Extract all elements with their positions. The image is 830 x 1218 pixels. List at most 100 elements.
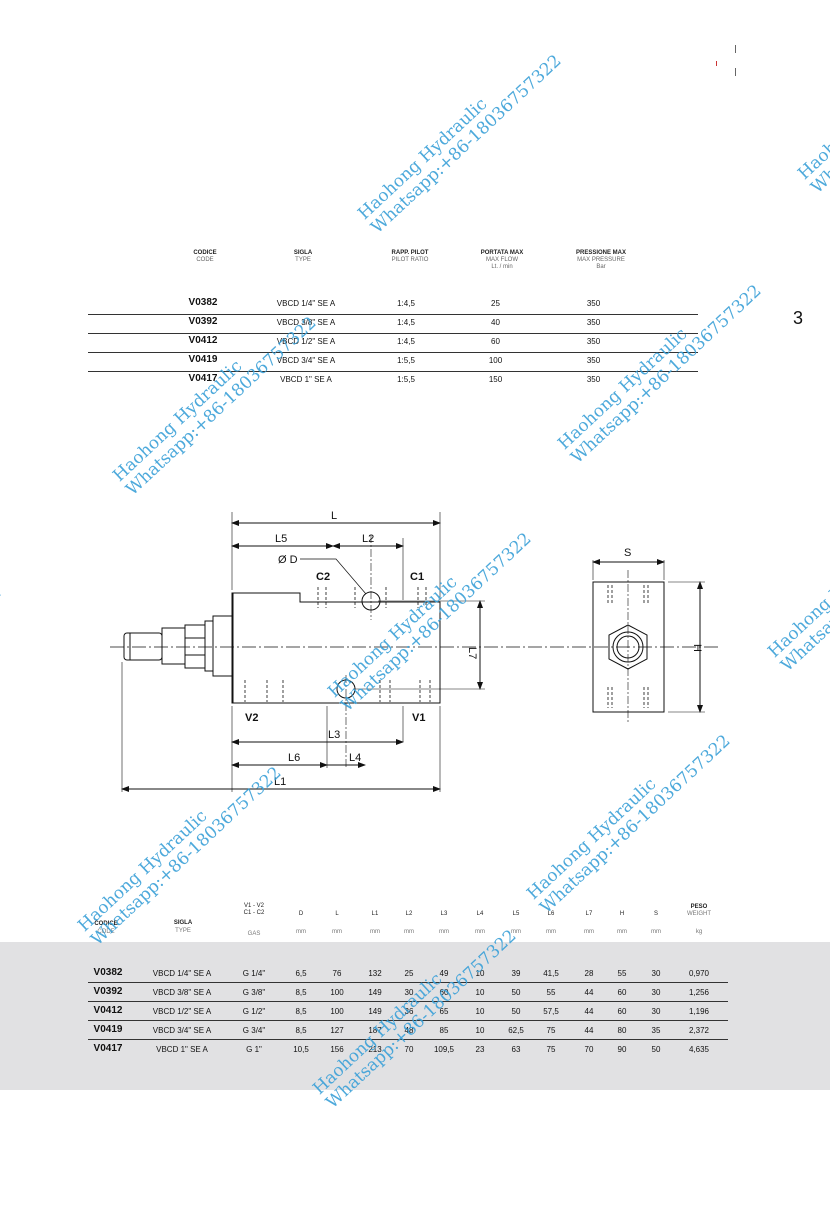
table-cell: VBCD 3/8" SE A [152,988,212,997]
cell-flow: 40 [491,318,500,327]
table-cell: 90 [617,1045,627,1054]
col-unit: mm [475,929,485,935]
cell-type: VBCD 1/2" SE A [276,337,336,346]
table-cell: 36 [404,1007,414,1016]
cell-flow: 100 [488,356,503,365]
dim-l3: L3 [328,729,340,741]
col-header: L6 [547,911,555,917]
cell-pressure: 350 [586,318,601,327]
port-c1: C1 [410,571,424,583]
table-cell: 65 [439,1007,449,1016]
table-cell: 25 [404,969,414,978]
table-cell: 55 [546,988,556,997]
col-unit: kg [695,929,703,935]
table-cell: 6,5 [295,969,307,978]
table-cell: 44 [584,1007,594,1016]
col-header: L1 [371,911,379,917]
crop-mark [735,68,736,76]
dim-s: S [624,547,631,559]
cell-code: V0419 [188,354,218,365]
table-cell: 60 [617,988,627,997]
table-cell: 213 [368,1045,382,1054]
watermark: Haohong HydraulicWhatsapp:+86-1803675732… [794,11,830,198]
col-header: L5 [512,911,520,917]
table-row: V0412 VBCD 1/2" SE A 1:4,5 60 350 [88,333,698,353]
table-cell: 30 [651,969,661,978]
chapter-number: 3 [793,308,804,328]
table-cell: 10 [475,969,485,978]
table-cell: 60 [617,1007,627,1016]
cell-pressure: 350 [586,375,601,384]
col-code-header: CODICE [94,921,118,927]
table-cell: 10,5 [293,1045,309,1054]
table-cell: 187 [368,1026,382,1035]
table-cell: 1,256 [688,988,710,997]
table-cell: 76 [332,969,342,978]
col-unit: mm [370,929,380,935]
port-v1: V1 [412,712,425,724]
table-cell: 10 [475,1007,485,1016]
table-cell: 44 [584,1026,594,1035]
table-cell: 85 [439,1026,449,1035]
table-cell: V0417 [93,1043,123,1054]
col-gas-sub: GAS [247,931,261,937]
table-cell: 1,196 [688,1007,710,1016]
table-cell: 80 [617,1026,627,1035]
cell-pressure: 350 [586,356,601,365]
table-cell: V0392 [93,986,123,997]
table-cell: 35 [651,1026,661,1035]
col-header: L [335,911,339,917]
table-cell: 50 [651,1045,661,1054]
col-unit: mm [651,929,661,935]
cell-flow: 60 [491,337,500,346]
crop-mark [735,45,736,53]
table-row: V0382 VBCD 1/4" SE A 1:4,5 25 350 [88,295,698,315]
table-cell: 0,970 [688,969,710,978]
dim-h: H [691,644,703,652]
cell-ratio: 1:4,5 [397,299,415,308]
table-cell: G 1" [246,1045,262,1054]
table-cell: 10 [475,1026,485,1035]
cell-ratio: 1:4,5 [397,337,415,346]
dim-l7: L7 [466,647,478,659]
col-unit: mm [439,929,449,935]
table-cell: 4,635 [688,1045,710,1054]
table-cell: 75 [546,1026,556,1035]
table-cell: 50 [511,1007,521,1016]
table-cell: 39 [511,969,521,978]
table-cell: 109,5 [433,1045,455,1054]
table-cell: V0419 [93,1024,123,1035]
table-cell: 8,5 [295,988,307,997]
col-code-sub: CODE [97,929,115,935]
table-row: V0417 VBCD 1" SE A 1:5,5 150 350 [88,371,698,390]
col-header: L2 [405,911,413,917]
table-cell: 30 [404,988,414,997]
table-cell: 70 [584,1045,594,1054]
col-unit: mm [584,929,594,935]
table-cell: 48 [404,1026,414,1035]
col-unit: mm [296,929,306,935]
cell-flow: 150 [488,375,503,384]
cell-type: VBCD 1" SE A [280,375,332,384]
col-header: L7 [585,911,593,917]
table-cell: 100 [330,1007,344,1016]
table-row: V0392 VBCD 3/8" SE A 1:4,5 40 350 [88,314,698,334]
table-cell: 132 [368,969,382,978]
table-cell: 2,372 [688,1026,710,1035]
col-header: PESO [690,904,708,910]
table-cell: 30 [651,1007,661,1016]
table-cell: 62,5 [508,1026,524,1035]
table-cell: G 1/4" [242,969,266,978]
table-cell: V0412 [93,1005,123,1016]
table-cell: 41,5 [543,969,559,978]
dim-l1: L1 [274,776,286,788]
valve-drawing: L L5 L2 Ø D C2 C1 L7 V2 V1 L3 L6 L4 L1 S… [110,510,720,792]
col-type-sub: TYPE [175,928,191,934]
dim-l: L [331,510,337,522]
dim-l2: L2 [362,533,374,545]
